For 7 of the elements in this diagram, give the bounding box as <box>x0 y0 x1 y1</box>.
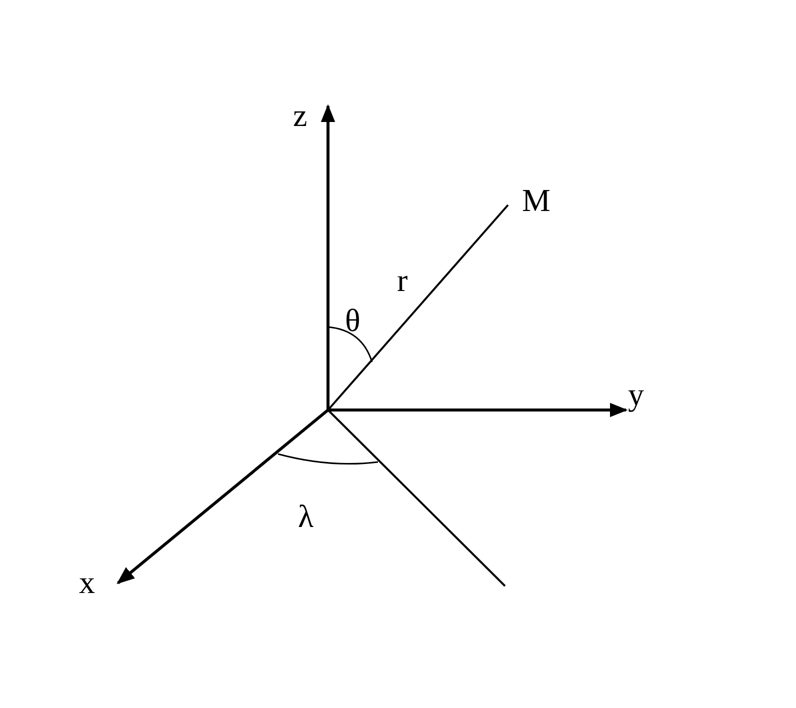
radius-label: r <box>397 264 408 296</box>
axis-label: z <box>293 99 308 131</box>
angle-label: λ <box>298 500 314 532</box>
axis-label: x <box>79 566 95 598</box>
axis-label: y <box>628 378 644 410</box>
angle-label: θ <box>345 304 360 336</box>
point-label: M <box>522 184 550 216</box>
